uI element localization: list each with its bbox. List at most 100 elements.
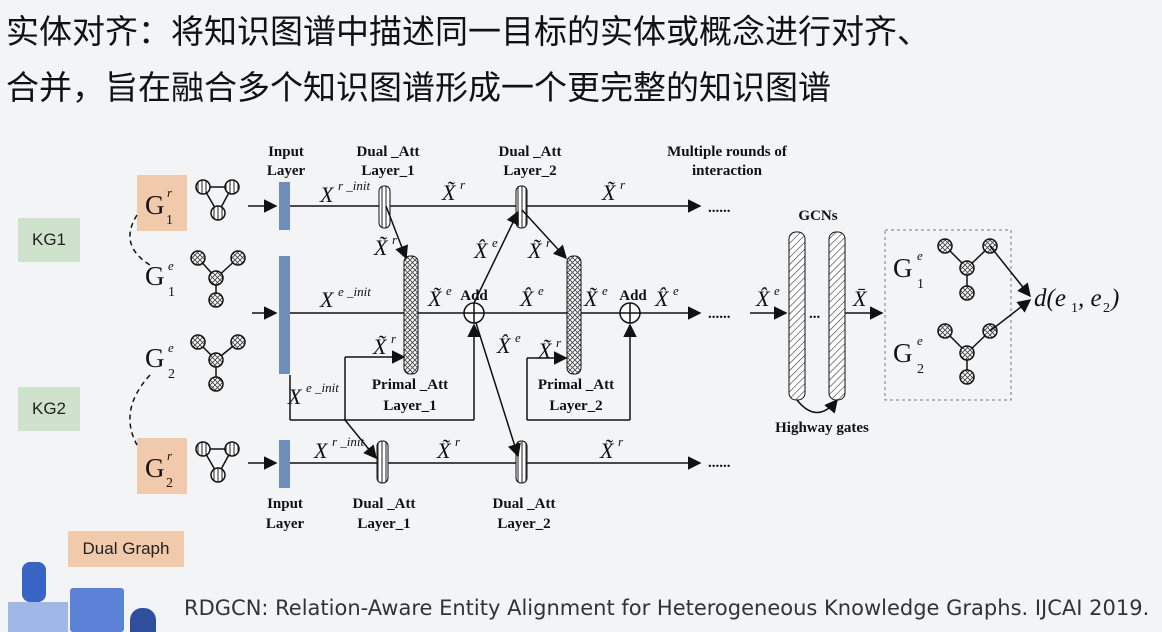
svg-text:r: r [167, 185, 173, 200]
svg-text:e: e [673, 283, 679, 298]
svg-text:e: e [538, 283, 544, 298]
dual-att-2-bottom-label-1: Dual _Att [493, 496, 556, 512]
ellipsis-mid: ...... [708, 306, 731, 322]
output-graph-icon-1 [937, 238, 998, 301]
svg-text:r: r [618, 434, 624, 449]
svg-text:r _init: r _init [332, 434, 365, 449]
svg-text:1: 1 [168, 285, 175, 300]
output-arrow-1 [989, 245, 1031, 298]
svg-text:X: X [313, 438, 329, 463]
svg-text:X: X [287, 384, 303, 409]
slide-heading: 实体对齐：将知识图谱中描述同一目标的实体或概念进行对齐、 合并，旨在融合多个知识… [6, 4, 1106, 116]
heading-line-2: 合并，旨在融合多个知识图谱形成一个更完整的知识图谱 [6, 68, 831, 107]
svg-text:r _init: r _init [338, 178, 371, 193]
svg-text:X̃: X̃ [372, 334, 388, 359]
svg-text:r: r [391, 331, 397, 346]
svg-text:X̃: X̃ [427, 286, 443, 311]
svg-text:1: 1 [166, 213, 173, 228]
dual-att-2-bottom-label-2: Layer_2 [497, 516, 550, 532]
svg-text:e _init: e _init [338, 284, 371, 299]
svg-text:X̂: X̂ [654, 286, 670, 311]
dual-att-2-top-label-2: Layer_2 [503, 163, 556, 179]
svg-text:G: G [893, 338, 913, 368]
svg-text:): ) [1109, 285, 1119, 312]
primal-att-1-label-1: Primal _Att [372, 377, 448, 393]
svg-text:e: e [774, 283, 780, 298]
svg-text:e: e [492, 235, 498, 250]
ellipsis-bottom: ...... [708, 455, 731, 471]
dual-att-2-bottom [515, 440, 528, 484]
kg1-dashed-link [129, 214, 151, 266]
svg-text:X̃: X̃ [583, 286, 599, 311]
ellipsis-top: ...... [708, 200, 731, 216]
g2e-label: G e 2 [145, 340, 175, 382]
gcns-label: GCNs [798, 208, 837, 224]
svg-text:e: e [515, 330, 521, 345]
svg-text:1: 1 [1071, 301, 1078, 316]
gcn-ellipsis: ... [809, 306, 821, 322]
svg-text:X̃: X̃ [436, 438, 452, 463]
svg-text:1: 1 [917, 277, 924, 292]
svg-text:X̄: X̄ [852, 286, 868, 311]
svg-text:G: G [145, 261, 165, 291]
svg-text:X: X [319, 182, 335, 207]
dual-att-1-bottom [376, 440, 389, 484]
primal-att-1 [403, 255, 419, 375]
gcn-bar-1 [788, 231, 806, 401]
kg2-tag: KG2 [18, 387, 80, 431]
input-layer-bottom-label-1: Input [267, 496, 303, 512]
g1r-label: G r 1 [145, 185, 173, 228]
input-layer-bottom-label-2: Layer [266, 516, 305, 532]
distance-function: d(e 1 , e 2 ) [1034, 285, 1119, 316]
svg-text:X̂: X̂ [496, 333, 512, 358]
svg-text:e: e [602, 283, 608, 298]
svg-text:G: G [145, 343, 165, 373]
primal-att-2-label-2: Layer_2 [549, 398, 602, 414]
add-label-1: Add [460, 288, 488, 304]
svg-text:X̂: X̂ [473, 238, 489, 263]
svg-text:G: G [145, 453, 165, 483]
input-bar-bottom [279, 440, 290, 488]
interaction-arrows [289, 205, 637, 460]
svg-text:e: e [446, 283, 452, 298]
dual-att-2-top [515, 185, 528, 229]
svg-text:e: e [917, 248, 923, 263]
input-layer-top-label-2: Layer [267, 163, 306, 179]
svg-text:r: r [556, 335, 562, 350]
kg2-dashed-link [129, 374, 151, 446]
svg-text:r: r [455, 434, 461, 449]
gcn-bar-2 [828, 231, 846, 401]
svg-text:, e: , e [1078, 285, 1102, 312]
dual-att-1-top [378, 185, 391, 229]
primal-att-1-label-2: Layer_1 [383, 398, 436, 414]
primal-att-2-label-1: Primal _Att [538, 377, 614, 393]
svg-text:X: X [319, 287, 335, 312]
svg-text:e _init: e _init [306, 380, 339, 395]
dual-att-1-bottom-label-1: Dual _Att [353, 496, 416, 512]
dual-graph-tag: Dual Graph [68, 531, 184, 567]
dual-att-2-top-label-1: Dual _Att [499, 144, 562, 160]
dual-att-1-top-label-1: Dual _Att [357, 144, 420, 160]
svg-text:r: r [546, 235, 552, 250]
kg1-tag: KG1 [18, 218, 80, 262]
svg-text:d(e: d(e [1034, 285, 1066, 312]
primal-att-2 [566, 255, 582, 375]
svg-text:X̃: X̃ [373, 235, 389, 260]
multiple-rounds-label-2: interaction [692, 163, 763, 179]
svg-text:2: 2 [168, 367, 175, 382]
svg-text:X̃: X̃ [527, 238, 543, 263]
heading-line-1: 实体对齐：将知识图谱中描述同一目标的实体或概念进行对齐、 [6, 12, 930, 51]
svg-text:2: 2 [166, 476, 173, 491]
input-layer-top-label-1: Input [268, 144, 304, 160]
g1e-graph-icon [190, 250, 246, 308]
svg-text:r: r [620, 177, 626, 192]
dual-att-1-top-label-2: Layer_1 [361, 163, 414, 179]
multiple-rounds-label-1: Multiple rounds of [667, 144, 788, 160]
decorative-illustration [0, 532, 170, 632]
svg-text:r: r [460, 177, 466, 192]
svg-text:r: r [392, 232, 398, 247]
